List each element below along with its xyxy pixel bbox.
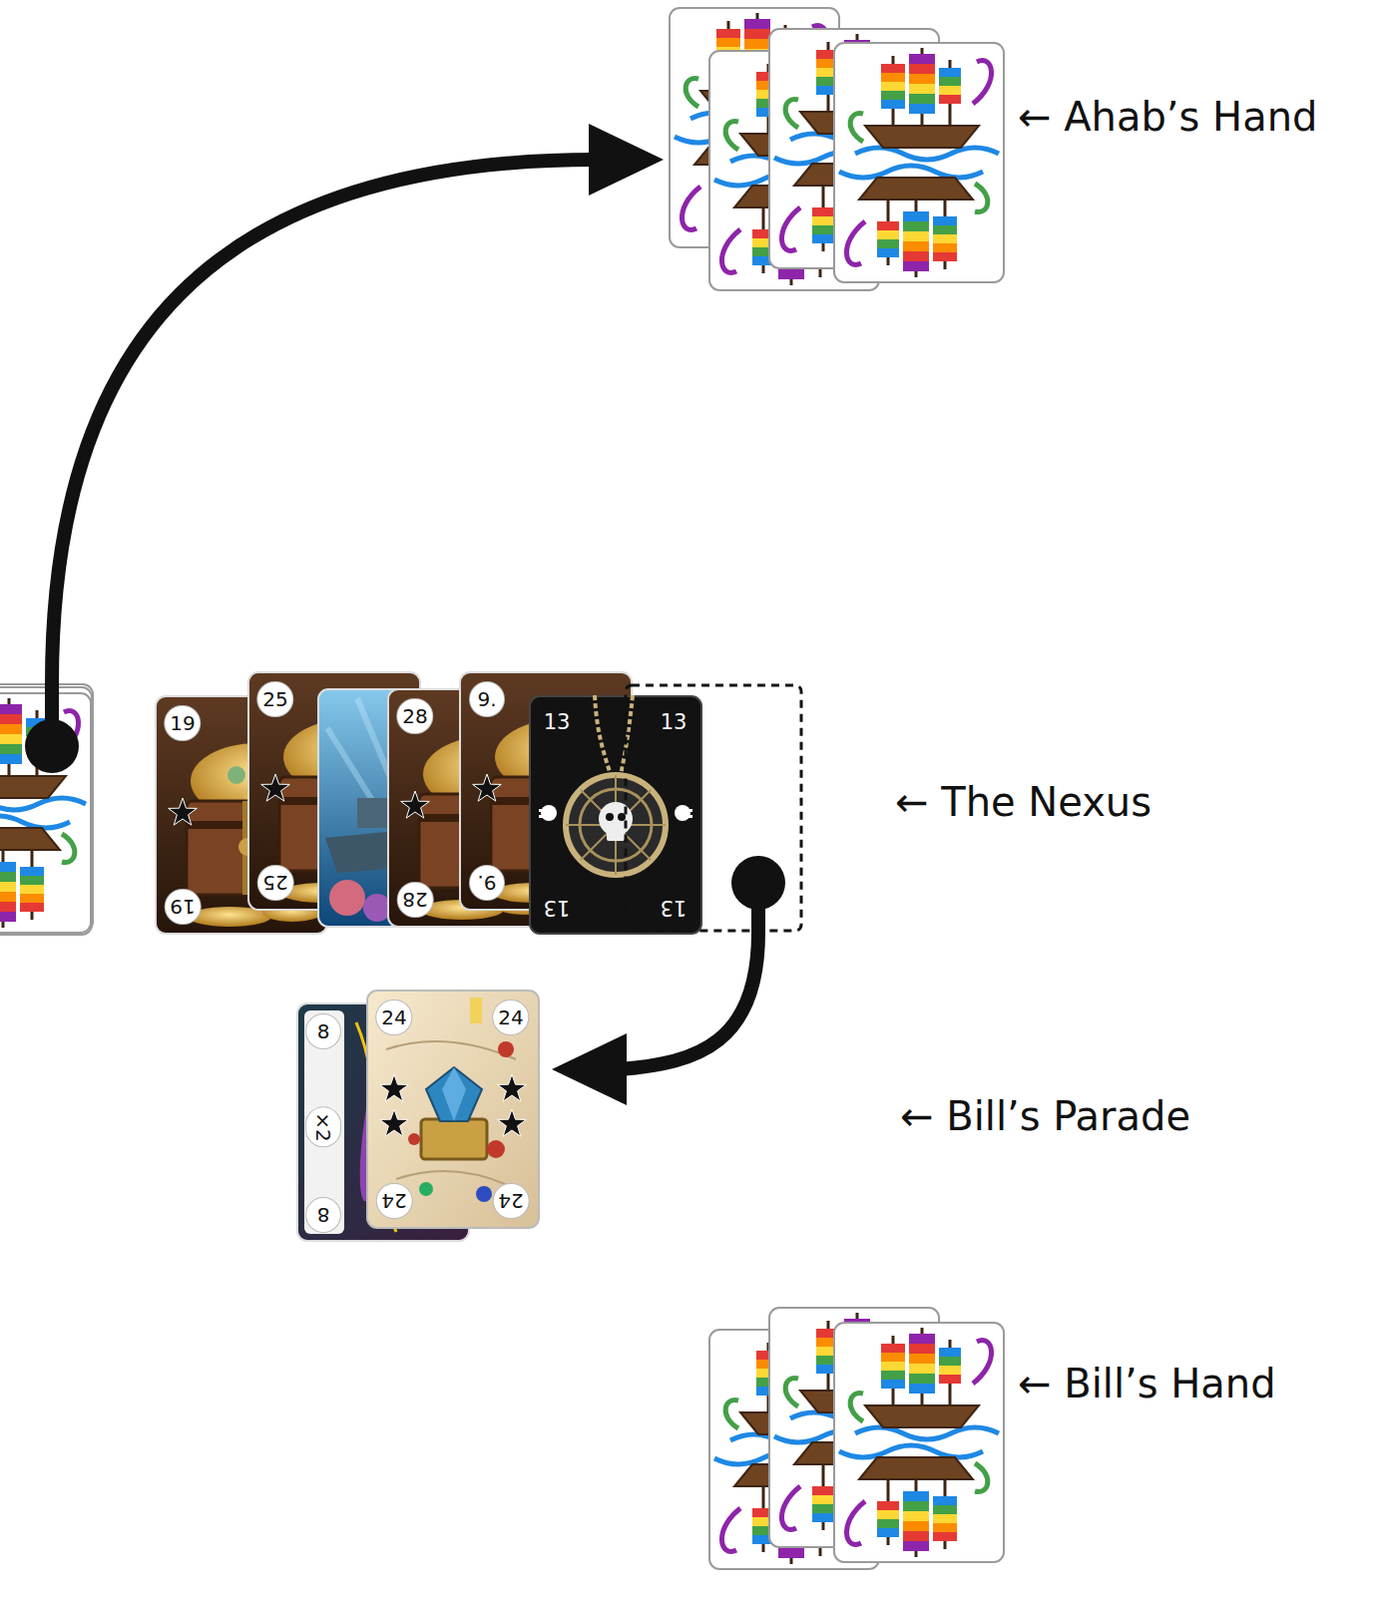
card-number: 24 bbox=[492, 1000, 528, 1035]
area-label: ← Ahab’s Hand bbox=[1017, 92, 1318, 141]
card-number: 8 bbox=[306, 1198, 341, 1233]
card-number: 19 bbox=[164, 890, 200, 924]
arrow-head bbox=[551, 1033, 627, 1106]
move-arrow bbox=[51, 123, 664, 684]
card-number: 19 bbox=[164, 706, 200, 741]
deck-stack bbox=[0, 683, 95, 938]
player-hand: ← Bill’s Hand bbox=[703, 1307, 1008, 1600]
card-number: 13 bbox=[540, 894, 574, 922]
parade-row: ← Bill’s Parade 8×28 24242424 bbox=[294, 987, 544, 1246]
empty-slot bbox=[623, 683, 804, 933]
jewel-card: 24 24 24 24 bbox=[366, 989, 540, 1230]
amulet-card: 13 13 13 13 bbox=[528, 695, 703, 935]
empty-slot bbox=[623, 683, 804, 933]
card-backs bbox=[703, 1307, 1008, 1600]
card-number: 9. bbox=[469, 866, 504, 901]
area-label: ← Bill’s Parade bbox=[900, 1092, 1191, 1141]
arrow-line bbox=[51, 159, 596, 684]
card-number: 28 bbox=[397, 883, 433, 918]
card-number: 28 bbox=[397, 699, 433, 734]
card-number: 24 bbox=[376, 1000, 412, 1035]
arrow-head bbox=[588, 123, 664, 196]
card-number: 24 bbox=[376, 1184, 412, 1219]
card-number: 8 bbox=[306, 1014, 341, 1049]
card-number: 13 bbox=[657, 708, 691, 737]
card-number: 24 bbox=[492, 1184, 528, 1219]
move-arrow bbox=[551, 932, 759, 1106]
card-number: 9. bbox=[469, 682, 504, 717]
card-number: 13 bbox=[657, 894, 691, 922]
card-row: ← The Nexus 1919 2525 2828 9.9. bbox=[149, 666, 809, 938]
area-label: ← The Nexus bbox=[895, 778, 1152, 827]
card-number: 13 bbox=[540, 708, 574, 737]
card-number: ×2 bbox=[306, 1107, 341, 1147]
card-number: 25 bbox=[257, 866, 293, 901]
area-label: ← Bill’s Hand bbox=[1017, 1360, 1277, 1408]
draw-deck bbox=[0, 683, 95, 938]
arrow-line bbox=[619, 932, 759, 1070]
card-backs bbox=[663, 4, 1008, 295]
card-number: 25 bbox=[257, 682, 293, 717]
player-hand: ← Ahab’s Hand bbox=[663, 4, 1008, 295]
